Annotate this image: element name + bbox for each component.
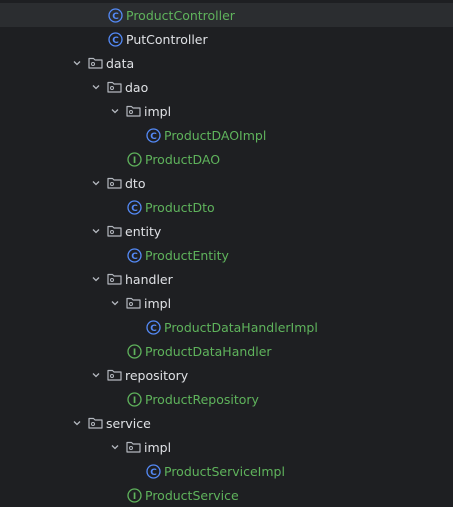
package-icon bbox=[106, 367, 122, 383]
tree-item-label: impl bbox=[144, 295, 172, 311]
tree-row-productentity[interactable]: C ProductEntity bbox=[0, 243, 453, 267]
tree-item-label: dto bbox=[125, 175, 146, 191]
tree-item-label: ProductDAOImpl bbox=[164, 127, 267, 143]
package-icon bbox=[87, 55, 103, 71]
tree-item-label: PutController bbox=[126, 31, 208, 47]
svg-text:C: C bbox=[150, 324, 157, 334]
chevron-down-icon[interactable] bbox=[69, 411, 85, 435]
package-icon bbox=[106, 223, 122, 239]
tree-item-label: impl bbox=[144, 439, 172, 455]
chevron-down-icon[interactable] bbox=[88, 171, 104, 195]
tree-item-label: repository bbox=[125, 367, 189, 383]
package-icon bbox=[106, 271, 122, 287]
tree-row-impl[interactable]: impl bbox=[0, 291, 453, 315]
interface-icon: I bbox=[126, 343, 142, 359]
chevron-down-icon[interactable] bbox=[88, 219, 104, 243]
interface-icon: I bbox=[126, 391, 142, 407]
chevron-down-icon[interactable] bbox=[88, 75, 104, 99]
tree-row-productdao[interactable]: I ProductDAO bbox=[0, 147, 453, 171]
tree-row-repository[interactable]: repository bbox=[0, 363, 453, 387]
tree-item-label: impl bbox=[144, 103, 172, 119]
svg-text:C: C bbox=[131, 252, 138, 262]
tree-item-label: service bbox=[106, 415, 151, 431]
package-icon bbox=[125, 295, 141, 311]
svg-text:I: I bbox=[132, 156, 135, 166]
tree-item-label: handler bbox=[125, 271, 173, 287]
tree-row-service[interactable]: service bbox=[0, 411, 453, 435]
tree-item-label: ProductDAO bbox=[145, 151, 221, 167]
interface-icon: I bbox=[126, 487, 142, 503]
tree-item-label: ProductServiceImpl bbox=[164, 463, 285, 479]
tree-row-impl[interactable]: impl bbox=[0, 435, 453, 459]
tree-item-label: ProductService bbox=[145, 487, 239, 503]
tree-row-productdatahandlerimpl[interactable]: C ProductDataHandlerImpl bbox=[0, 315, 453, 339]
package-icon bbox=[87, 415, 103, 431]
svg-text:C: C bbox=[112, 36, 119, 46]
svg-text:C: C bbox=[112, 12, 119, 22]
tree-row-data[interactable]: data bbox=[0, 51, 453, 75]
chevron-down-icon[interactable] bbox=[107, 435, 123, 459]
svg-text:C: C bbox=[131, 204, 138, 214]
interface-icon: I bbox=[126, 151, 142, 167]
chevron-down-icon[interactable] bbox=[69, 51, 85, 75]
tree-row-productdto[interactable]: C ProductDto bbox=[0, 195, 453, 219]
chevron-down-icon[interactable] bbox=[88, 267, 104, 291]
class-icon: C bbox=[145, 127, 161, 143]
svg-text:I: I bbox=[132, 492, 135, 502]
tree-item-label: dao bbox=[125, 79, 149, 95]
class-icon: C bbox=[145, 463, 161, 479]
svg-text:C: C bbox=[150, 132, 157, 142]
tree-row-putcontroller[interactable]: C PutController bbox=[0, 27, 453, 51]
tree-row-productservice[interactable]: I ProductService bbox=[0, 483, 453, 507]
svg-text:C: C bbox=[150, 468, 157, 478]
tree-row-productcontroller[interactable]: C ProductController bbox=[0, 3, 453, 27]
tree-row-impl[interactable]: impl bbox=[0, 99, 453, 123]
tree-row-dao[interactable]: dao bbox=[0, 75, 453, 99]
tree-item-label: ProductRepository bbox=[145, 391, 259, 407]
chevron-down-icon[interactable] bbox=[107, 291, 123, 315]
tree-item-label: ProductDataHandlerImpl bbox=[164, 319, 318, 335]
tree-row-productrepository[interactable]: I ProductRepository bbox=[0, 387, 453, 411]
tree-row-entity[interactable]: entity bbox=[0, 219, 453, 243]
tree-item-label: data bbox=[106, 55, 135, 71]
svg-text:I: I bbox=[132, 348, 135, 358]
tree-item-label: ProductDto bbox=[145, 199, 215, 215]
chevron-down-icon[interactable] bbox=[88, 363, 104, 387]
tree-item-label: ProductController bbox=[126, 7, 235, 23]
tree-item-label: ProductEntity bbox=[145, 247, 229, 263]
tree-row-productdatahandler[interactable]: I ProductDataHandler bbox=[0, 339, 453, 363]
package-icon bbox=[106, 79, 122, 95]
chevron-down-icon[interactable] bbox=[107, 99, 123, 123]
class-icon: C bbox=[145, 319, 161, 335]
class-icon: C bbox=[126, 199, 142, 215]
svg-text:I: I bbox=[132, 396, 135, 406]
package-icon bbox=[125, 439, 141, 455]
tree-item-label: entity bbox=[125, 223, 162, 239]
package-icon bbox=[125, 103, 141, 119]
class-icon: C bbox=[126, 247, 142, 263]
tree-row-productdaoimpl[interactable]: C ProductDAOImpl bbox=[0, 123, 453, 147]
tree-row-dto[interactable]: dto bbox=[0, 171, 453, 195]
tree-item-label: ProductDataHandler bbox=[145, 343, 272, 359]
class-icon: C bbox=[107, 31, 123, 47]
class-icon: C bbox=[107, 7, 123, 23]
tree-row-handler[interactable]: handler bbox=[0, 267, 453, 291]
package-icon bbox=[106, 175, 122, 191]
tree-row-productserviceimpl[interactable]: C ProductServiceImpl bbox=[0, 459, 453, 483]
